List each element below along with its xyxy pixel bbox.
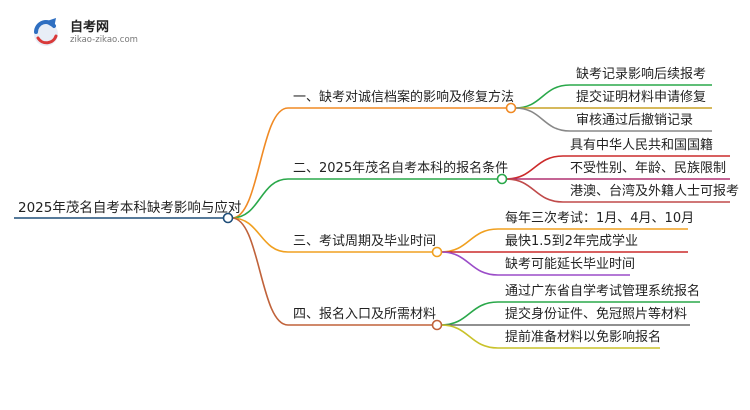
root-node: [222, 212, 234, 224]
branch-2-leaf-1: 具有中华人民共和国国籍: [570, 138, 714, 153]
branch-2-connector: [231, 178, 289, 219]
branch-4-node: [431, 319, 443, 331]
branch-4-leaf-1-connector: [440, 301, 499, 326]
branch-4-leaf-2: 提交身份证件、免冠照片等材料: [505, 307, 688, 322]
branch-4-leaf-3-connector: [440, 324, 499, 349]
branch-1-leaf-1-connector: [514, 84, 571, 109]
branch-4-leaf-1: 通过广东省自学考试管理系统报名: [505, 284, 701, 299]
branch-4-leaf-3: 提前准备材料以免影响报名: [505, 330, 662, 345]
branch-3-label: 三、考试周期及毕业时间: [293, 234, 437, 249]
branch-2-label: 二、2025年茂名自考本科的报名条件: [293, 161, 509, 176]
branch-2-leaf-1-connector: [505, 155, 564, 180]
logo-url: zikao-zikao.com: [70, 35, 138, 45]
branch-1-node: [505, 102, 517, 114]
root-node-label: 2025年茂名自考本科缺考影响与应对: [18, 200, 242, 216]
site-logo[interactable]: 自考网 zikao-zikao.com: [30, 14, 140, 50]
branch-2-leaf-3: 港澳、台湾及外籍人士可报考: [570, 184, 740, 199]
branch-3-leaf-1: 每年三次考试：1月、4月、10月: [505, 211, 695, 226]
branch-1-leaf-3-connector: [514, 107, 571, 132]
branch-3-leaf-2: 最快1.5到2年完成学业: [505, 234, 638, 249]
branch-1-connector: [231, 107, 289, 219]
graduation-cap-icon: [34, 18, 58, 46]
branch-4-connector: [231, 217, 289, 326]
branch-2-leaf-2: 不受性别、年龄、民族限制: [570, 161, 727, 176]
branch-4-label: 四、报名入口及所需材料: [293, 307, 437, 322]
branch-1-leaf-3: 审核通过后撤销记录: [576, 113, 694, 128]
branch-3-leaf-3-connector: [440, 251, 499, 276]
branch-1-leaf-2: 提交证明材料申请修复: [576, 90, 707, 105]
branch-2-node: [496, 173, 508, 185]
branch-2-leaf-3-connector: [505, 178, 564, 203]
branch-3-leaf-1-connector: [440, 228, 499, 253]
branch-3-leaf-3: 缺考可能延长毕业时间: [505, 257, 636, 272]
logo-name: 自考网: [70, 20, 110, 35]
branch-3-node: [431, 246, 443, 258]
branch-1-leaf-1: 缺考记录影响后续报考: [576, 67, 707, 82]
branch-1-label: 一、缺考对诚信档案的影响及修复方法: [293, 90, 515, 105]
branch-3-connector: [231, 217, 289, 253]
